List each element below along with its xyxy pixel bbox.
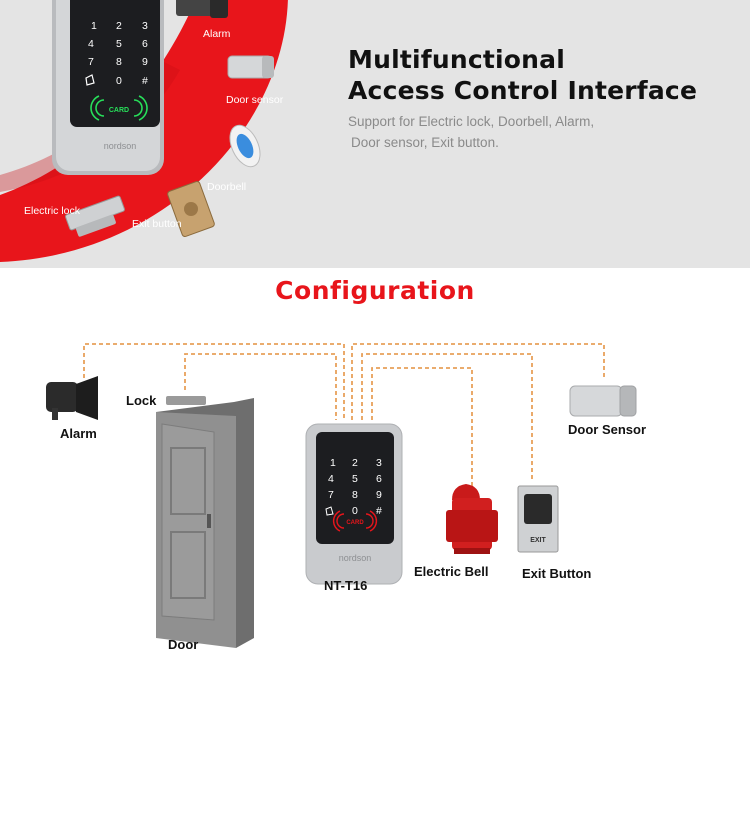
headline-line-2: Access Control Interface (348, 76, 698, 105)
banner-label-door-sensor: Door sensor (226, 94, 284, 106)
banner-electric-lock (65, 195, 125, 237)
bell-key-icon (325, 506, 334, 516)
banner-keypad-device: 1 2 3 4 5 6 7 8 9 0 # CARD nordson (52, 0, 164, 175)
key-6: 6 (376, 473, 382, 485)
banner-label-alarm: Alarm (203, 28, 231, 40)
feature-banner: 1 2 3 4 5 6 7 8 9 0 # CARD nordson Alarm (0, 0, 750, 268)
alarm-siren (46, 376, 98, 420)
label-lock: Lock (126, 393, 157, 408)
banner-key-6: 6 (142, 38, 148, 50)
banner-key-9: 9 (142, 56, 148, 68)
wire-exit-button (361, 353, 533, 480)
banner-headline: Multifunctional Access Control Interface (348, 44, 697, 106)
electric-bell (446, 484, 498, 554)
banner-exit-button (167, 180, 215, 238)
label-device: NT-T16 (324, 578, 367, 593)
wiring-diagram: Alarm Lock Door 1 2 3 4 5 6 7 8 9 0 # (46, 343, 646, 652)
key-8: 8 (352, 489, 358, 501)
exit-button-device: EXIT (517, 485, 559, 553)
banner-rfid-icon (90, 95, 148, 121)
banner-label-electric-lock: Electric lock (24, 205, 81, 217)
label-electric-bell: Electric Bell (414, 564, 488, 579)
key-5: 5 (352, 473, 358, 485)
door (156, 398, 254, 648)
key-hash: # (376, 505, 382, 517)
label-exit-button: Exit Button (522, 566, 591, 581)
magnetic-lock (166, 396, 206, 405)
door-sensor-device (569, 385, 637, 417)
headline-line-1: Multifunctional (348, 45, 565, 74)
key-3: 3 (376, 457, 382, 469)
banner-key-4: 4 (88, 38, 94, 50)
device-brand: nordson (339, 553, 372, 563)
nt-t16-device: 1 2 3 4 5 6 7 8 9 0 # CARD nordson (305, 423, 403, 585)
exit-plate-text: EXIT (530, 537, 546, 544)
wire-alarm (83, 343, 345, 420)
banner-key-2: 2 (116, 20, 122, 32)
banner-card-label: CARD (109, 107, 129, 114)
key-1: 1 (330, 457, 336, 469)
wire-electric-bell (371, 367, 473, 490)
banner-doorbell (229, 124, 261, 168)
banner-key-3: 3 (142, 20, 148, 32)
banner-key-7: 7 (88, 56, 94, 68)
banner-brand: nordson (104, 141, 137, 151)
wiring-lines (83, 343, 605, 490)
wire-door-sensor (351, 343, 605, 420)
banner-label-doorbell: Doorbell (207, 181, 246, 193)
rfid-icon (332, 510, 378, 532)
banner-subtext: Support for Electric lock, Doorbell, Ala… (348, 111, 594, 153)
key-7: 7 (328, 489, 334, 501)
banner-illustration: 1 2 3 4 5 6 7 8 9 0 # CARD nordson Alarm (0, 0, 288, 262)
banner-alarm-siren (176, 0, 228, 18)
wire-lock (184, 353, 337, 420)
banner-door-sensor (227, 55, 274, 79)
label-alarm: Alarm (60, 426, 97, 441)
banner-bell-icon (85, 74, 95, 86)
label-door-sensor: Door Sensor (568, 422, 646, 437)
banner-label-exit-button: Exit button (132, 218, 182, 230)
banner-key-hash: # (142, 75, 148, 87)
label-door: Door (168, 637, 198, 652)
banner-key-5: 5 (116, 38, 122, 50)
subtext-line-1: Support for Electric lock, Doorbell, Ala… (348, 114, 595, 129)
subtext-line-2: Door sensor, Exit button. (351, 135, 499, 150)
key-2: 2 (352, 457, 358, 469)
key-9: 9 (376, 489, 382, 501)
banner-key-0: 0 (116, 75, 122, 87)
configuration-title: Configuration (275, 276, 475, 305)
key-4: 4 (328, 473, 334, 485)
banner-key-8: 8 (116, 56, 122, 68)
key-0: 0 (352, 505, 358, 517)
card-label: CARD (346, 520, 364, 526)
banner-key-1: 1 (91, 20, 97, 32)
